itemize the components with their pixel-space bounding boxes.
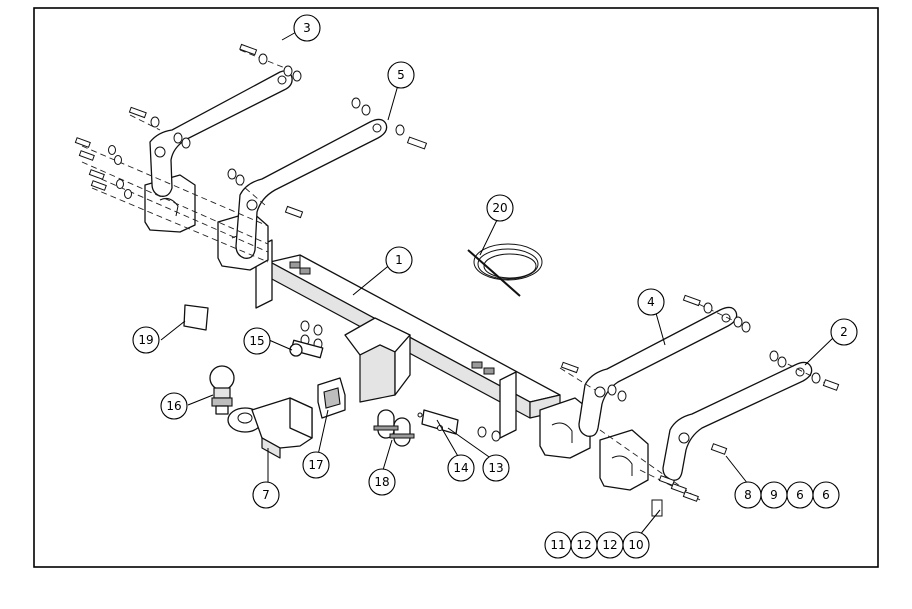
svg-text:17: 17 bbox=[308, 458, 323, 472]
callout-16: 16 bbox=[160, 392, 188, 420]
svg-text:6: 6 bbox=[822, 488, 830, 502]
hitch-pin-part bbox=[289, 339, 324, 359]
stack-right-callout: 6 bbox=[786, 481, 814, 509]
stack-bottom-callout: 12 bbox=[570, 531, 598, 559]
stack-bottom-callout: 12 bbox=[596, 531, 624, 559]
svg-text:3: 3 bbox=[303, 21, 311, 35]
svg-text:10: 10 bbox=[628, 538, 643, 552]
svg-text:20: 20 bbox=[492, 201, 507, 215]
callout-13: 13 bbox=[482, 454, 510, 482]
svg-text:4: 4 bbox=[647, 295, 655, 309]
svg-text:15: 15 bbox=[249, 334, 264, 348]
callout-4: 4 bbox=[637, 288, 665, 316]
callout-15: 15 bbox=[243, 327, 271, 355]
svg-text:18: 18 bbox=[374, 475, 389, 489]
stack-right-callout: 6 bbox=[812, 481, 840, 509]
bracket-arm-2-part bbox=[662, 361, 813, 481]
callout-18: 18 bbox=[368, 468, 396, 496]
ball-mount-part bbox=[227, 397, 313, 459]
callout-14: 14 bbox=[447, 454, 475, 482]
svg-text:2: 2 bbox=[840, 325, 848, 339]
stack-bottom-callout: 10 bbox=[622, 531, 650, 559]
left-fasteners bbox=[74, 43, 428, 350]
svg-text:12: 12 bbox=[602, 538, 617, 552]
drawing-border bbox=[33, 7, 879, 568]
shackles-part bbox=[373, 409, 415, 447]
tow-ball-part bbox=[209, 365, 235, 415]
svg-text:6: 6 bbox=[796, 488, 804, 502]
leader-lines bbox=[160, 30, 835, 537]
right-fasteners bbox=[471, 294, 840, 517]
svg-text:9: 9 bbox=[770, 488, 778, 502]
callout-19: 19 bbox=[132, 326, 160, 354]
callout-20: 20 bbox=[486, 194, 514, 222]
callout-1: 1 bbox=[385, 246, 413, 274]
label-plate-part bbox=[183, 304, 209, 331]
callout-17: 17 bbox=[302, 451, 330, 479]
svg-text:14: 14 bbox=[453, 461, 468, 475]
stack-bottom-callout: 11 bbox=[544, 531, 572, 559]
svg-text:7: 7 bbox=[262, 488, 270, 502]
svg-text:12: 12 bbox=[576, 538, 591, 552]
main-crossbar-part bbox=[255, 239, 561, 439]
svg-text:1: 1 bbox=[395, 253, 403, 267]
right-bracket-part bbox=[539, 397, 649, 491]
stack-right-callout: 9 bbox=[760, 481, 788, 509]
bracket-arm-4-part bbox=[578, 306, 738, 437]
svg-text:13: 13 bbox=[488, 461, 503, 475]
svg-text:16: 16 bbox=[166, 399, 181, 413]
receiver-sleeve-part bbox=[317, 377, 346, 419]
callout-7: 7 bbox=[252, 481, 280, 509]
svg-text:11: 11 bbox=[550, 538, 565, 552]
callout-3: 3 bbox=[293, 14, 321, 42]
wiring-loom-part bbox=[467, 243, 543, 297]
callout-2: 2 bbox=[830, 318, 858, 346]
svg-text:5: 5 bbox=[397, 68, 405, 82]
svg-text:19: 19 bbox=[138, 333, 153, 347]
callout-5: 5 bbox=[387, 61, 415, 89]
stack-right-callout: 8 bbox=[734, 481, 762, 509]
svg-text:8: 8 bbox=[744, 488, 752, 502]
